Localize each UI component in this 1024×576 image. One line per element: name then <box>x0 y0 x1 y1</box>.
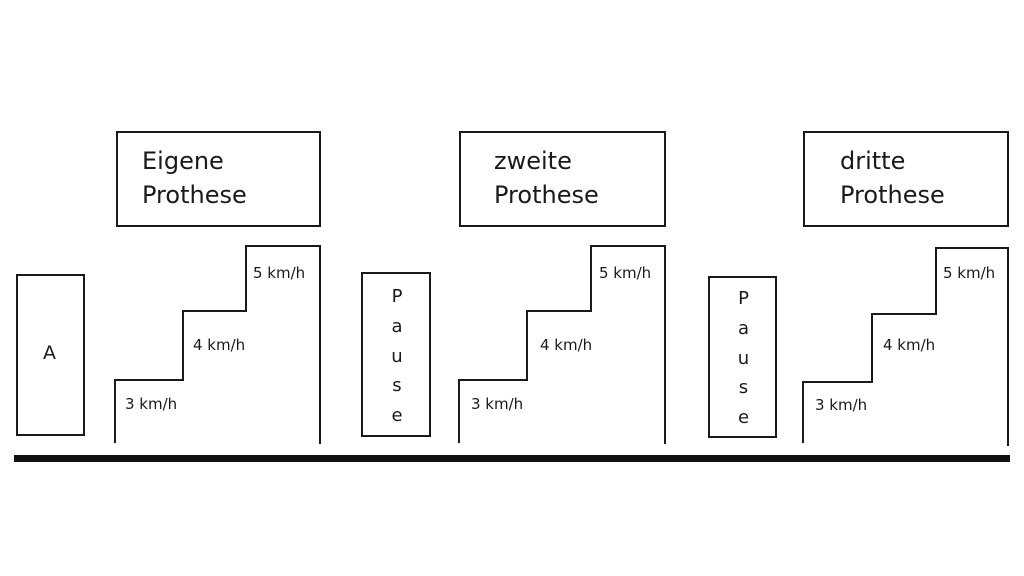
pause-label-1: P a u s e <box>362 286 432 426</box>
pause-letter: s <box>392 375 402 397</box>
start-box-label: A <box>43 342 56 364</box>
pause-letter: a <box>391 315 403 337</box>
ground-line <box>14 455 1010 462</box>
title-line1: dritte <box>840 147 906 175</box>
speed-label: 3 km/h <box>815 396 868 414</box>
title-line2: Prothese <box>142 181 247 209</box>
pause-box-2 <box>708 276 777 438</box>
pause-letter: u <box>737 347 750 369</box>
pause-letter: s <box>738 377 749 399</box>
pause-box-1 <box>361 272 431 437</box>
phase-title-2: zweite Prothese <box>494 144 599 212</box>
phase-title-1: Eigene Prothese <box>142 144 247 212</box>
start-box <box>16 274 85 436</box>
title-box-1 <box>116 131 321 227</box>
speed-label: 4 km/h <box>540 336 593 354</box>
staircase-2 <box>458 245 666 444</box>
speed-label: 5 km/h <box>253 264 306 282</box>
pause-letter: e <box>737 407 750 428</box>
speed-label: 4 km/h <box>193 336 246 354</box>
speed-label: 3 km/h <box>125 395 178 413</box>
speed-label: 4 km/h <box>883 336 936 354</box>
pause-label-2: P a u s e <box>709 288 778 428</box>
title-line2: Prothese <box>840 181 945 209</box>
speed-label: 5 km/h <box>943 264 996 282</box>
pause-letter: P <box>391 286 403 307</box>
staircase-1 <box>114 245 321 444</box>
staircase-3 <box>802 247 1009 446</box>
title-box-2 <box>459 131 666 227</box>
phase-title-3: dritte Prothese <box>840 144 945 212</box>
pause-letter: a <box>737 317 750 339</box>
speed-label: 5 km/h <box>599 264 652 282</box>
title-line1: Eigene <box>142 147 224 175</box>
title-line2: Prothese <box>494 181 599 209</box>
pause-letter: P <box>738 288 749 309</box>
title-line1: zweite <box>494 147 572 175</box>
title-box-3 <box>803 131 1009 227</box>
pause-letter: u <box>391 345 403 367</box>
speed-label: 3 km/h <box>471 395 524 413</box>
pause-letter: e <box>391 405 403 426</box>
